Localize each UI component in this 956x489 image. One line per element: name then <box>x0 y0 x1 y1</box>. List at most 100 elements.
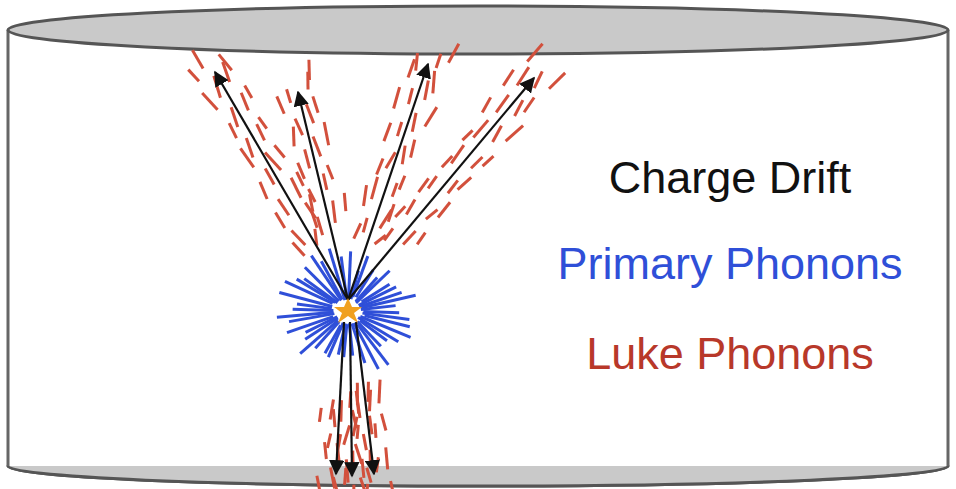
luke-phonon-dash <box>399 176 405 190</box>
drift-arrow <box>356 322 374 474</box>
luke-phonon-dash <box>366 484 368 489</box>
luke-phonon-dash <box>503 70 513 86</box>
luke-phonon-dash <box>448 180 458 193</box>
drift-arrow <box>215 72 348 300</box>
luke-phonon-dash <box>471 157 482 168</box>
luke-phonon-dash <box>309 189 316 202</box>
luke-phonon-dash <box>412 113 416 132</box>
phonon-ray <box>277 312 334 317</box>
luke-phonon-dash <box>333 477 337 489</box>
luke-phonon-dash <box>275 212 284 228</box>
luke-phonon-dash <box>307 60 311 80</box>
luke-phonon-dash <box>436 54 441 68</box>
luke-phonon-dash <box>291 231 305 245</box>
luke-phonon-dash <box>376 457 378 472</box>
luke-phonon-dash <box>406 200 415 215</box>
luke-phonon-dash <box>245 85 252 97</box>
luke-phonon-dash <box>317 476 320 489</box>
drift-arrow <box>348 64 428 300</box>
luke-phonon-dash <box>287 89 291 103</box>
legend-label: Charge Drift <box>515 152 945 204</box>
luke-phonon-dash <box>360 478 365 489</box>
luke-phonon-dash <box>417 233 425 245</box>
luke-phonon-dash <box>493 126 502 142</box>
luke-phonon-dash <box>515 100 523 116</box>
charge-drift-arrows <box>215 64 534 476</box>
luke-phonon-dash <box>375 423 376 437</box>
primary-phonons <box>277 249 416 369</box>
cylinder-side <box>7 30 10 466</box>
luke-phonon-dash <box>333 200 336 222</box>
luke-phonon-dash <box>534 71 542 88</box>
luke-phonon-dash <box>527 44 542 62</box>
luke-phonon-dash <box>277 96 284 113</box>
luke-phonon-dash <box>327 433 330 448</box>
luke-phonon-dash <box>402 146 405 165</box>
drift-arrow <box>348 78 534 300</box>
drift-arrow <box>350 322 352 476</box>
luke-phonon-dash <box>295 119 303 135</box>
luke-phonon-dash <box>425 81 429 101</box>
luke-phonon-dash <box>317 217 322 235</box>
luke-phonon-dash <box>451 145 464 163</box>
luke-phonon-dash <box>433 71 435 93</box>
luke-phonon-dash <box>258 117 266 129</box>
luke-phonon-dash <box>448 44 458 63</box>
luke-phonon-dash <box>416 53 418 70</box>
luke-phonon-dash <box>458 177 472 189</box>
luke-phonon-dash <box>305 149 310 168</box>
luke-phonon-dash <box>306 104 313 123</box>
cylinder-top <box>8 6 948 54</box>
luke-phonon-dash <box>363 434 366 450</box>
luke-phonon-dash <box>379 380 380 404</box>
luke-phonon-dash <box>324 122 329 145</box>
luke-phonon-dash <box>333 409 335 427</box>
luke-phonon-dash <box>202 93 217 110</box>
luke-phonon-dash <box>352 410 356 428</box>
luke-phonon-dash <box>388 204 394 222</box>
luke-phonon-dash <box>298 163 305 179</box>
luke-phonon-dash <box>354 223 361 238</box>
luke-phonon-dash <box>419 178 429 192</box>
luke-phonon-dash <box>323 173 327 189</box>
luke-phonon-dash <box>384 228 393 240</box>
luke-phonon-dash <box>241 93 248 111</box>
luke-phonon-dash <box>327 165 333 179</box>
drift-arrow <box>336 322 344 474</box>
luke-phonon-dash <box>357 400 360 418</box>
luke-phonon-dash <box>392 183 397 197</box>
luke-phonon-dash <box>371 177 377 199</box>
luke-phonon-dash <box>229 123 236 138</box>
luke-phonon-dash <box>386 447 388 469</box>
luke-phonon-dash <box>428 176 437 188</box>
luke-phonon-dash <box>367 468 371 483</box>
luke-phonon-dash <box>524 97 534 112</box>
luke-phonon-dash <box>482 97 490 112</box>
luke-phonon-dash <box>425 107 437 126</box>
luke-phonon-dash <box>192 50 203 68</box>
luke-phonon-dash <box>274 145 284 157</box>
luke-phonon-dash <box>313 137 321 157</box>
luke-phonon-dash <box>257 124 265 140</box>
luke-phonon-dash <box>411 140 415 158</box>
luke-phonon-dash <box>345 468 346 485</box>
luke-phonon-dash <box>517 67 529 85</box>
luke-phonon-dash <box>344 425 350 444</box>
luke-phonon-dash <box>394 87 400 108</box>
legend-label: Primary Phonons <box>515 238 945 290</box>
luke-phonons <box>188 44 565 489</box>
luke-phonon-dash <box>395 206 405 217</box>
luke-phonon-dash <box>438 202 450 217</box>
cylinder-side <box>947 30 950 466</box>
luke-phonon-dash <box>426 210 438 220</box>
luke-phonon-dash <box>549 73 565 89</box>
drift-arrow <box>298 92 348 300</box>
luke-phonon-dash <box>408 59 414 77</box>
luke-phonon-dash <box>355 444 361 464</box>
luke-phonon-dash <box>462 130 472 140</box>
luke-phonon-dash <box>219 54 232 70</box>
luke-phonon-dash <box>506 126 523 141</box>
luke-phonon-dash <box>363 218 367 232</box>
luke-phonon-dash <box>292 127 296 147</box>
